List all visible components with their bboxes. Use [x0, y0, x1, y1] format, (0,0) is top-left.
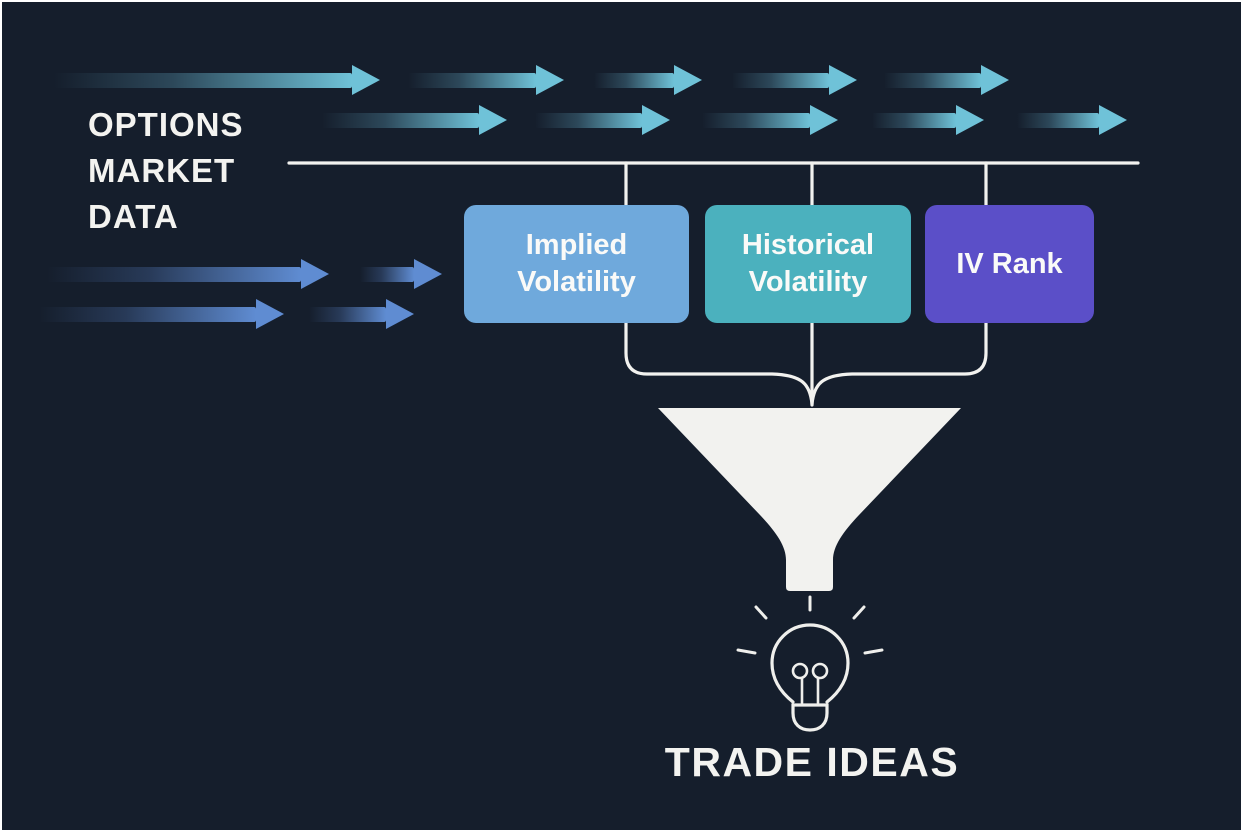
flow-arrow-icon [535, 105, 670, 135]
lightbulb-rays [736, 595, 884, 655]
lightbulb-icon [736, 595, 884, 732]
flow-arrow-icon [408, 65, 564, 95]
flow-arrow-icon [322, 105, 507, 135]
arrow-head [981, 65, 1009, 95]
flow-arrow-icon [47, 259, 329, 289]
arrow-head [414, 259, 442, 289]
bulb-filament [791, 662, 829, 705]
bulb-base [791, 703, 829, 732]
flow-arrow-icon [732, 65, 857, 95]
arrow-shaft [702, 112, 810, 128]
arrow-shaft [594, 72, 674, 88]
arrow-shaft [322, 112, 479, 128]
box-iv-rank-label: IV Rank [956, 247, 1063, 280]
flow-arrow-icon [702, 105, 838, 135]
arrow-head [352, 65, 380, 95]
bulb-glass [770, 623, 850, 704]
arrow-head [674, 65, 702, 95]
flow-arrow-icon [872, 105, 984, 135]
arrow-head [1099, 105, 1127, 135]
box-historical-volatility: Historical Volatility [705, 205, 911, 323]
merge-line-left [624, 320, 814, 406]
arrow-shaft [47, 266, 301, 282]
merge-line-right [810, 321, 988, 406]
arrow-shaft [535, 112, 642, 128]
arrow-shaft [39, 306, 256, 322]
arrow-head [642, 105, 670, 135]
flow-arrow-icon [39, 299, 284, 329]
arrow-shaft [408, 72, 536, 88]
arrow-head [386, 299, 414, 329]
arrow-head [810, 105, 838, 135]
arrow-head [829, 65, 857, 95]
connector-lines [287, 161, 1140, 407]
box-implied-volatility: Implied Volatility [464, 205, 689, 323]
flow-arrow-icon [884, 65, 1009, 95]
arrow-head [301, 259, 329, 289]
box-implied-volatility-label: Implied Volatility [517, 229, 636, 298]
box-iv-rank: IV Rank [925, 205, 1094, 323]
flow-arrow-icon [309, 299, 414, 329]
arrow-shaft [54, 72, 352, 88]
arrow-shaft [1017, 112, 1099, 128]
arrow-head [479, 105, 507, 135]
arrow-head [256, 299, 284, 329]
arrow-head [536, 65, 564, 95]
box-historical-volatility-label: Historical Volatility [741, 229, 875, 298]
arrow-shaft [884, 72, 981, 88]
arrow-shaft [872, 112, 956, 128]
funnel-icon [658, 408, 961, 591]
source-title: OPTIONS MARKET DATA [88, 106, 244, 235]
flow-arrow-icon [594, 65, 702, 95]
flow-arrow-icon [360, 259, 442, 289]
flow-arrow-icon [54, 65, 380, 95]
arrow-shaft [360, 266, 414, 282]
arrow-shaft [309, 306, 386, 322]
flow-arrow-icon [1017, 105, 1127, 135]
arrow-head [956, 105, 984, 135]
arrow-shaft [732, 72, 829, 88]
output-title: TRADE IDEAS [664, 739, 960, 785]
